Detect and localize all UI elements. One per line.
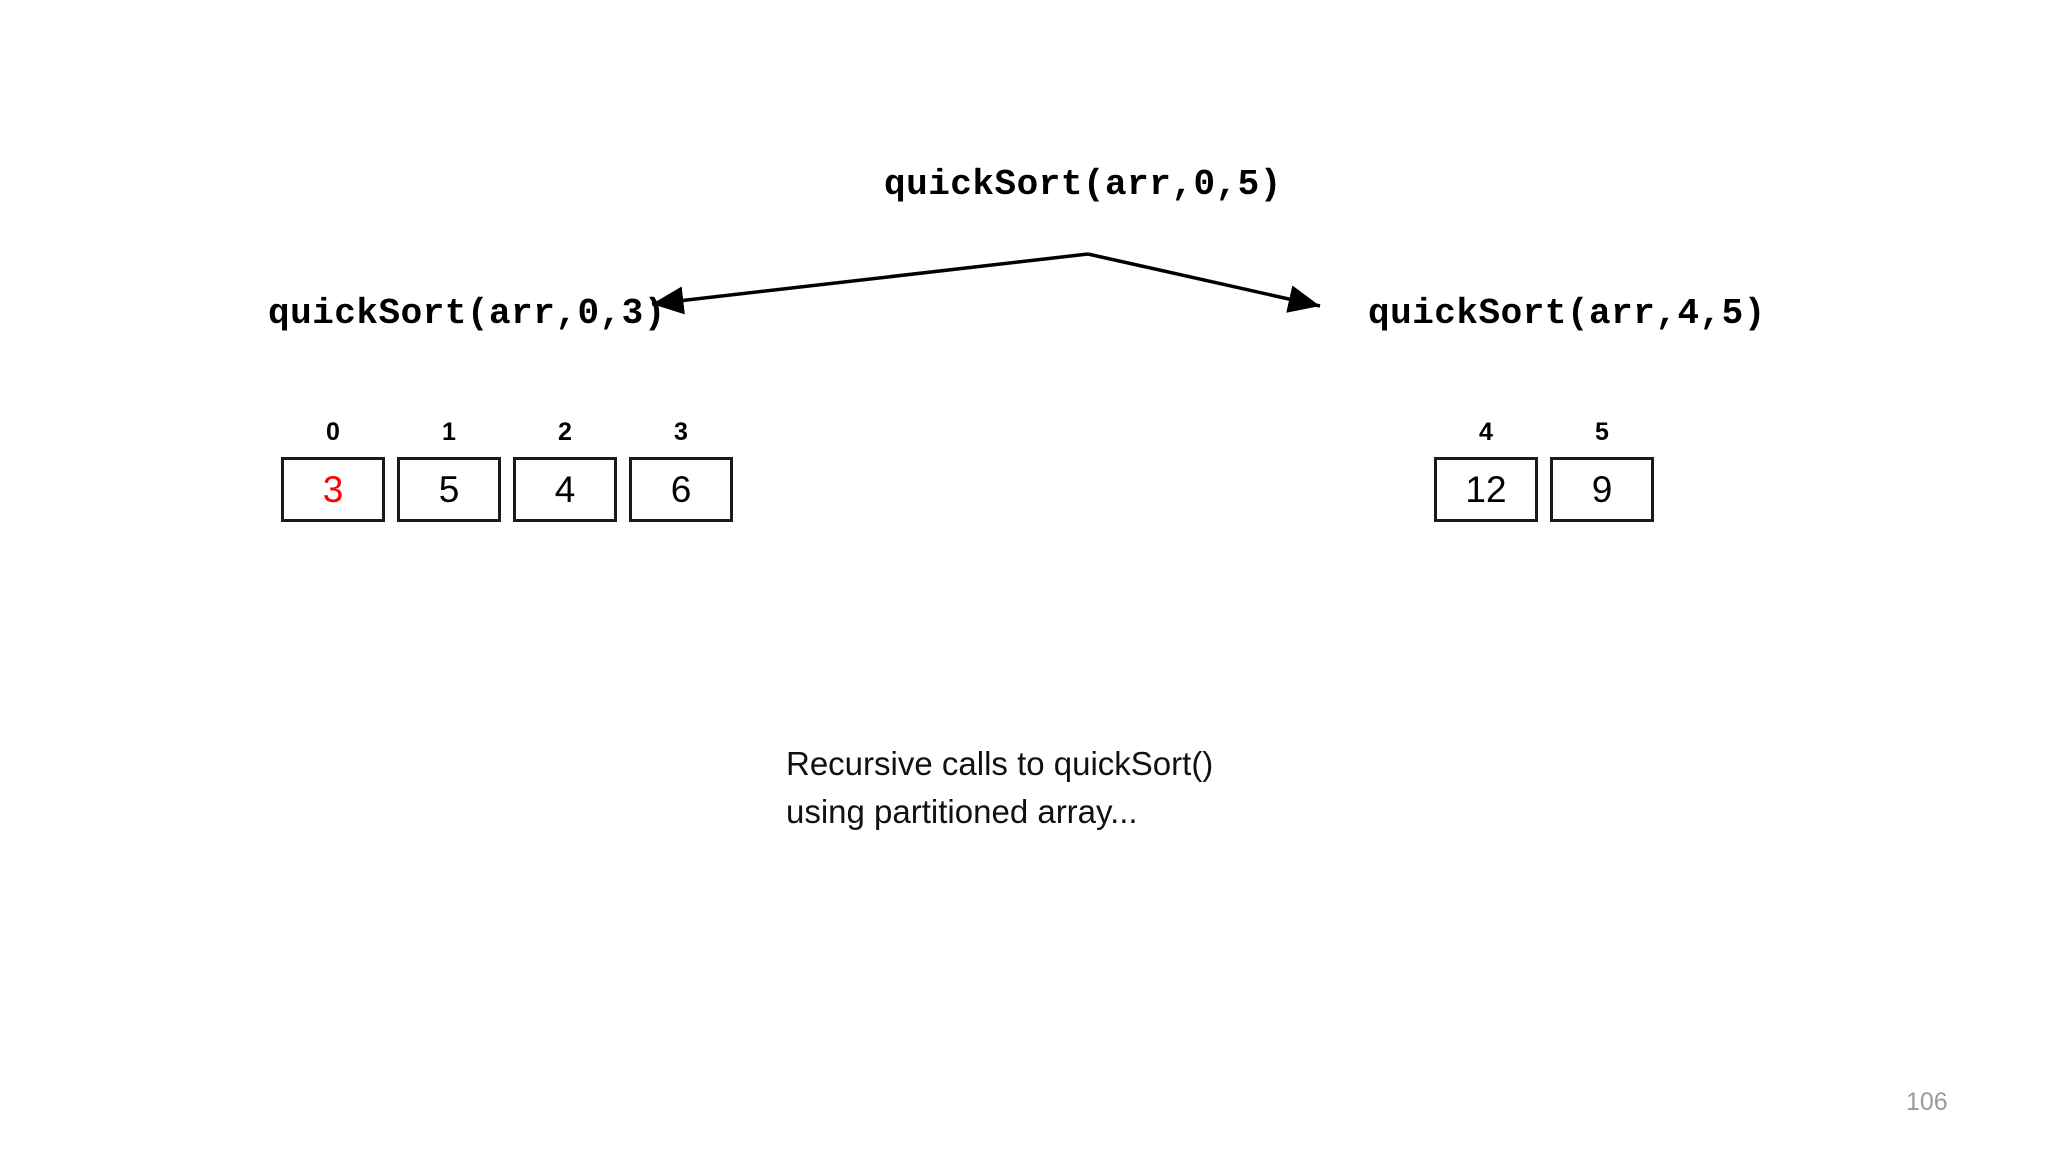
arrow-to-left-call	[651, 252, 1089, 315]
arrow-to-right-call	[1087, 252, 1321, 313]
array-cell: 2 4	[513, 420, 617, 522]
cell-index-label: 3	[674, 418, 688, 446]
left-call-label: quickSort(arr,0,3)	[268, 293, 666, 334]
cell-box: 6	[629, 457, 733, 522]
array-cell: 0 3	[281, 420, 385, 522]
cell-box: 4	[513, 457, 617, 522]
array-cell: 1 5	[397, 420, 501, 522]
left-partition-array: 0 3 1 5 2 4 3 6	[281, 420, 733, 522]
root-call-label: quickSort(arr,0,5)	[884, 164, 1282, 205]
cell-value: 3	[322, 469, 344, 510]
cell-value: 12	[1465, 469, 1507, 510]
array-cell: 5 9	[1550, 420, 1654, 522]
right-call-label: quickSort(arr,4,5)	[1368, 293, 1766, 334]
right-partition-array: 4 12 5 9	[1434, 420, 1654, 522]
cell-value: 5	[438, 469, 460, 510]
caption-text: Recursive calls to quickSort() using par…	[786, 740, 1213, 836]
cell-value: 6	[670, 469, 692, 510]
caption-line-2: using partitioned array...	[786, 792, 1138, 830]
page-number: 106	[1906, 1088, 1948, 1116]
cell-index-label: 4	[1479, 418, 1493, 446]
cell-index-label: 5	[1595, 418, 1609, 446]
cell-box: 9	[1550, 457, 1654, 522]
cell-box: 5	[397, 457, 501, 522]
cell-index-label: 1	[442, 418, 456, 446]
array-cell: 4 12	[1434, 420, 1538, 522]
cell-index-label: 2	[558, 418, 572, 446]
cell-value: 4	[554, 469, 576, 510]
cell-box: 12	[1434, 457, 1538, 522]
array-cell: 3 6	[629, 420, 733, 522]
caption-line-1: Recursive calls to quickSort()	[786, 745, 1214, 782]
cell-value: 9	[1591, 469, 1613, 510]
cell-index-label: 0	[326, 418, 340, 446]
cell-box: 3	[281, 457, 385, 522]
